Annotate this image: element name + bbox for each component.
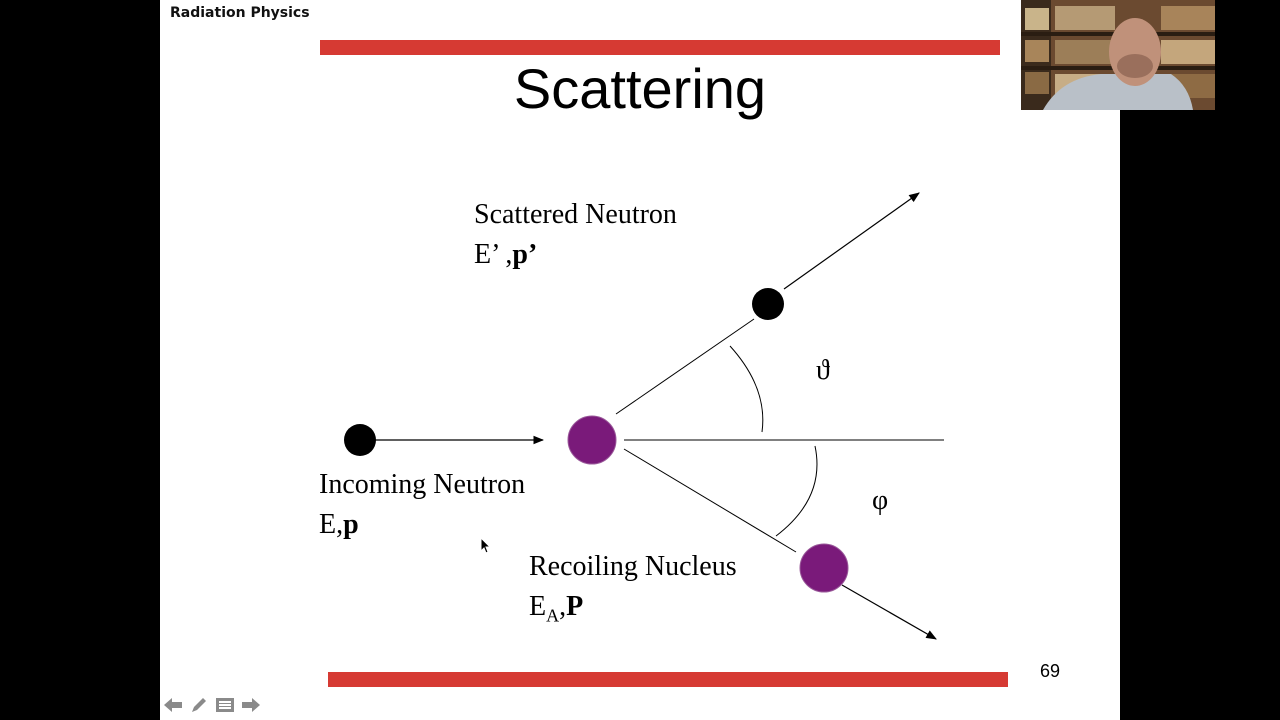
recoil-nucleus xyxy=(799,543,849,593)
slide-number: 69 xyxy=(1040,661,1061,681)
arrow-left-icon xyxy=(164,698,182,712)
target-nucleus xyxy=(567,415,617,465)
scattered-momentum: p xyxy=(512,239,528,270)
phi-symbol: φ xyxy=(872,485,889,516)
arrow-right-icon xyxy=(242,698,260,712)
incoming-neutron-label: Incoming Neutron xyxy=(319,469,526,500)
slide-title: Scattering xyxy=(513,57,767,120)
webcam-scene xyxy=(1021,0,1215,110)
scattered-path-outer xyxy=(783,192,920,290)
phi-arc xyxy=(775,445,818,537)
incoming-momentum: p xyxy=(343,509,359,540)
next-slide-button[interactable] xyxy=(240,694,262,716)
scattered-neutron-label: Scattered Neutron xyxy=(474,199,677,230)
menu-icon xyxy=(216,698,234,712)
recoil-path-outer xyxy=(841,584,937,640)
recoiling-nucleus-label: Recoiling Nucleus xyxy=(529,551,737,582)
bottom-accent-bar xyxy=(328,672,1008,687)
scattered-neutron xyxy=(752,288,784,320)
recoil-momentum: P xyxy=(566,591,584,622)
scattered-prime-1: ’ xyxy=(491,239,499,270)
mouse-cursor-icon xyxy=(480,537,492,554)
presentation-nav xyxy=(162,694,262,720)
scattered-prime-2: ’ xyxy=(527,239,538,270)
presenter-webcam xyxy=(1021,0,1215,110)
incoming-neutron xyxy=(344,424,376,456)
theta-symbol: ϑ xyxy=(816,355,830,386)
pencil-icon xyxy=(192,698,206,712)
scattered-neutron-quantities: E’ ,p’ xyxy=(474,236,537,274)
recoiling-nucleus-quantities: EA,P xyxy=(529,588,583,635)
pen-tool-button[interactable] xyxy=(188,694,210,716)
scattered-path-inner xyxy=(615,318,755,415)
top-accent-bar xyxy=(320,40,1000,55)
slide-menu-button[interactable] xyxy=(214,694,236,716)
course-title: Radiation Physics xyxy=(170,5,310,21)
slide-canvas xyxy=(160,0,1120,720)
recoil-energy: E xyxy=(529,591,547,622)
recoil-path-inner xyxy=(623,448,797,553)
recoil-separator: , xyxy=(559,591,567,622)
recoil-subscript: A xyxy=(546,605,560,626)
incoming-neutron-quantities: E,p xyxy=(319,506,359,544)
incoming-energy: E, xyxy=(319,509,344,540)
previous-slide-button[interactable] xyxy=(162,694,184,716)
scattered-energy: E xyxy=(474,239,492,270)
theta-arc xyxy=(729,345,764,433)
scattered-separator: , xyxy=(498,239,513,270)
